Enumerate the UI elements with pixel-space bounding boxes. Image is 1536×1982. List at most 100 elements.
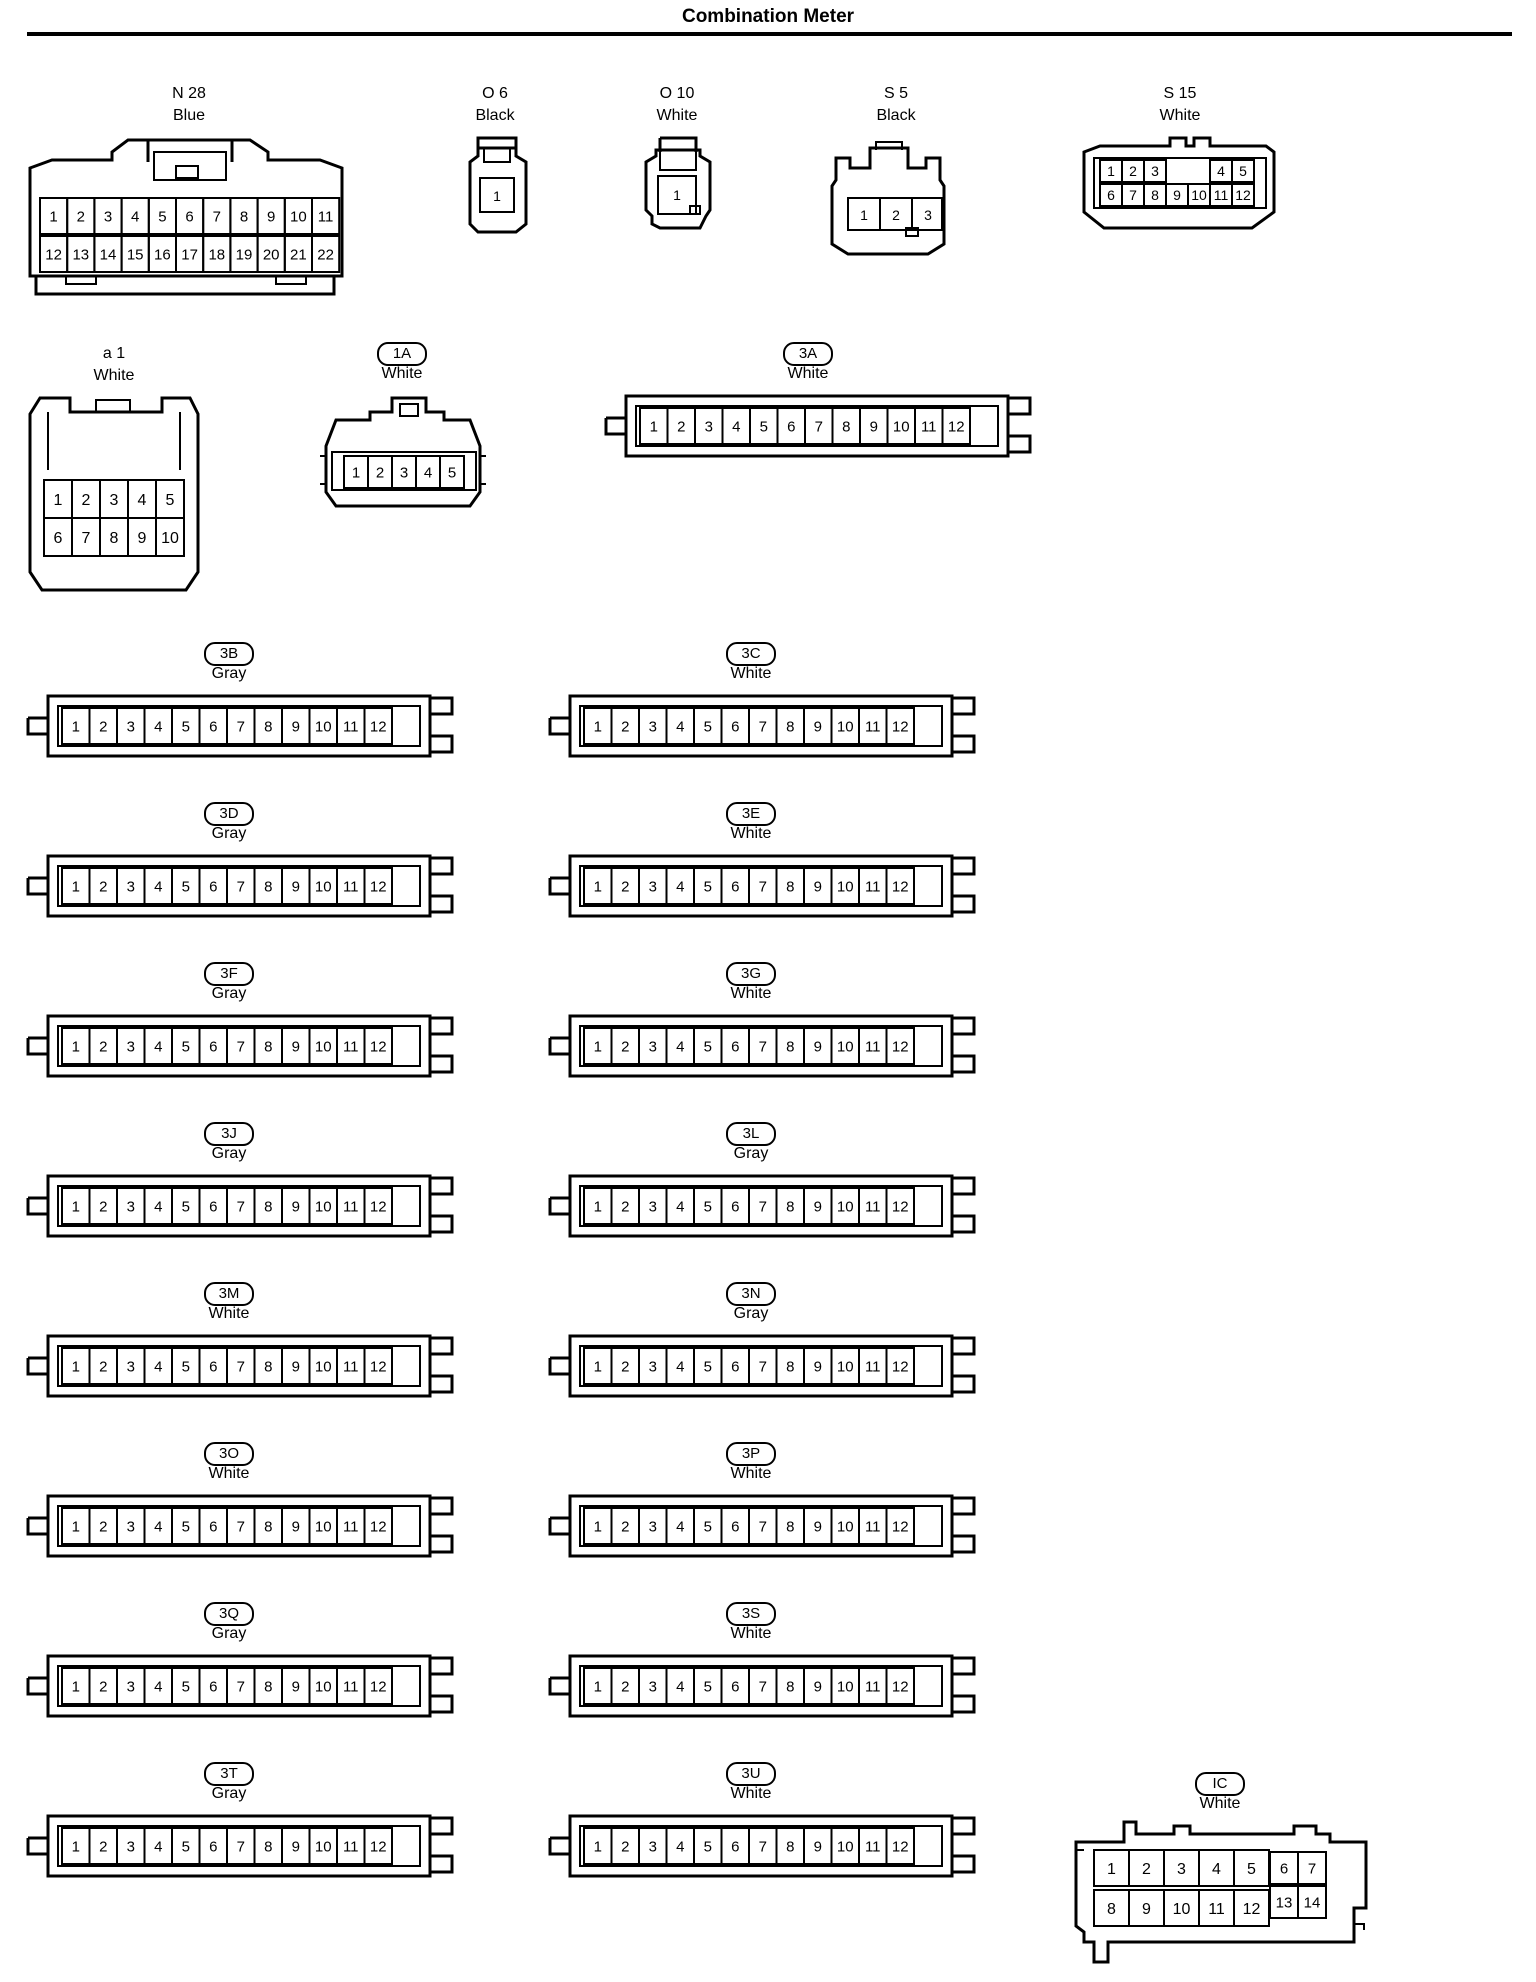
- pin-label: 1: [594, 1838, 602, 1855]
- pin-label: 1: [72, 1038, 80, 1055]
- pin-cell: [363, 1187, 393, 1225]
- pin-label: 1: [594, 1198, 602, 1215]
- pin-label: 4: [676, 718, 684, 735]
- pin-label: 3: [649, 1518, 657, 1535]
- pin-label: 4: [732, 418, 740, 435]
- pin-label: 11: [343, 1518, 359, 1535]
- pin-label: 9: [814, 718, 822, 735]
- pin-label: 3: [1151, 163, 1159, 179]
- pin-label: 6: [1107, 187, 1115, 203]
- pin-label: 11: [921, 418, 937, 435]
- pin-label: 11: [865, 1358, 881, 1375]
- pin-label: 7: [237, 718, 245, 735]
- connector-color: White: [730, 1465, 772, 1482]
- pin-label: 2: [621, 1198, 629, 1215]
- pin-label: 10: [837, 1678, 854, 1695]
- pin-cell: [885, 1187, 915, 1225]
- pin-label: 10: [315, 1358, 332, 1375]
- pin-label: 3: [127, 718, 135, 735]
- connector-color: White: [1159, 107, 1201, 124]
- connector-color: Black: [876, 107, 916, 124]
- pin-label: 1: [54, 492, 63, 509]
- pin-label: 5: [704, 1198, 712, 1215]
- pin-label: 9: [814, 1198, 822, 1215]
- pin-label: 5: [1247, 1861, 1256, 1878]
- connector-id: 3L: [726, 1122, 776, 1146]
- pin-label: 3: [924, 207, 932, 223]
- connector-id: 3P: [726, 1442, 776, 1466]
- pin-label: 5: [182, 1198, 190, 1215]
- pin-label: 6: [54, 530, 63, 547]
- pin-label: 6: [731, 878, 739, 895]
- pin-label: 12: [892, 1198, 909, 1215]
- label-n28: N 28 Blue: [109, 84, 269, 126]
- pin-label: 9: [292, 1198, 300, 1215]
- pin-label: 2: [621, 1358, 629, 1375]
- pin-label: 18: [208, 246, 225, 263]
- pin-label: 12: [892, 1838, 909, 1855]
- connector-o6: 1: [468, 136, 528, 234]
- pin-label: 14: [1304, 1894, 1321, 1911]
- connector-color: Gray: [211, 665, 247, 682]
- pin-label: 4: [1217, 163, 1225, 179]
- pin-label: 10: [315, 878, 332, 895]
- pin-label: 2: [99, 878, 107, 895]
- pin-label: 3: [649, 1678, 657, 1695]
- pin-label: 8: [786, 1838, 794, 1855]
- pin-label: 3: [649, 1838, 657, 1855]
- pin-cell: [941, 407, 971, 445]
- pin-label: 6: [731, 718, 739, 735]
- connector-color: Black: [475, 107, 515, 124]
- connector-id: 3D: [204, 802, 254, 826]
- pin-cell: [1297, 1885, 1327, 1919]
- connector-id: 3T: [204, 1762, 254, 1786]
- pin-label: 1: [594, 718, 602, 735]
- pin-label: 11: [865, 878, 881, 895]
- pin-label: 2: [621, 878, 629, 895]
- pin-label: 19: [236, 246, 253, 263]
- pin-label: 6: [209, 1038, 217, 1055]
- pin-label: 4: [154, 1838, 162, 1855]
- pin-label: 12: [370, 1198, 387, 1215]
- pin-label: 11: [343, 1838, 359, 1855]
- pin-label: 8: [264, 1518, 272, 1535]
- connector-color: Gray: [733, 1305, 769, 1322]
- pin-label: 3: [127, 1198, 135, 1215]
- pin-label: 5: [182, 718, 190, 735]
- pin-label: 5: [1239, 163, 1247, 179]
- pin-label: 1: [1107, 163, 1115, 179]
- pin-label: 8: [264, 1198, 272, 1215]
- pin-label: 3: [127, 1358, 135, 1375]
- pin-label: 2: [621, 1038, 629, 1055]
- pin-label: 4: [138, 492, 147, 509]
- connector-id: S 5: [883, 85, 908, 102]
- pin-label: 2: [99, 718, 107, 735]
- pin-label: 8: [786, 1518, 794, 1535]
- pin-label: 10: [837, 718, 854, 735]
- pin-label: 2: [892, 207, 900, 223]
- pin-label: 4: [676, 1678, 684, 1695]
- pin-label: 2: [82, 492, 91, 509]
- connector-id: O 10: [659, 85, 695, 102]
- pin-label: 2: [99, 1038, 107, 1055]
- pin-label: 10: [290, 208, 307, 225]
- pin-label: 4: [676, 1518, 684, 1535]
- connector-color: White: [730, 985, 772, 1002]
- pin-label: 5: [448, 464, 456, 481]
- connector-color: White: [730, 825, 772, 842]
- pin-label: 8: [110, 530, 119, 547]
- pin-label: 1: [72, 1838, 80, 1855]
- connector-color: White: [93, 367, 135, 384]
- pin-label: 8: [786, 1678, 794, 1695]
- connector-color: White: [381, 365, 423, 382]
- pin-label: 8: [786, 878, 794, 895]
- connector-color: Gray: [211, 825, 247, 842]
- pin-label: 5: [182, 1678, 190, 1695]
